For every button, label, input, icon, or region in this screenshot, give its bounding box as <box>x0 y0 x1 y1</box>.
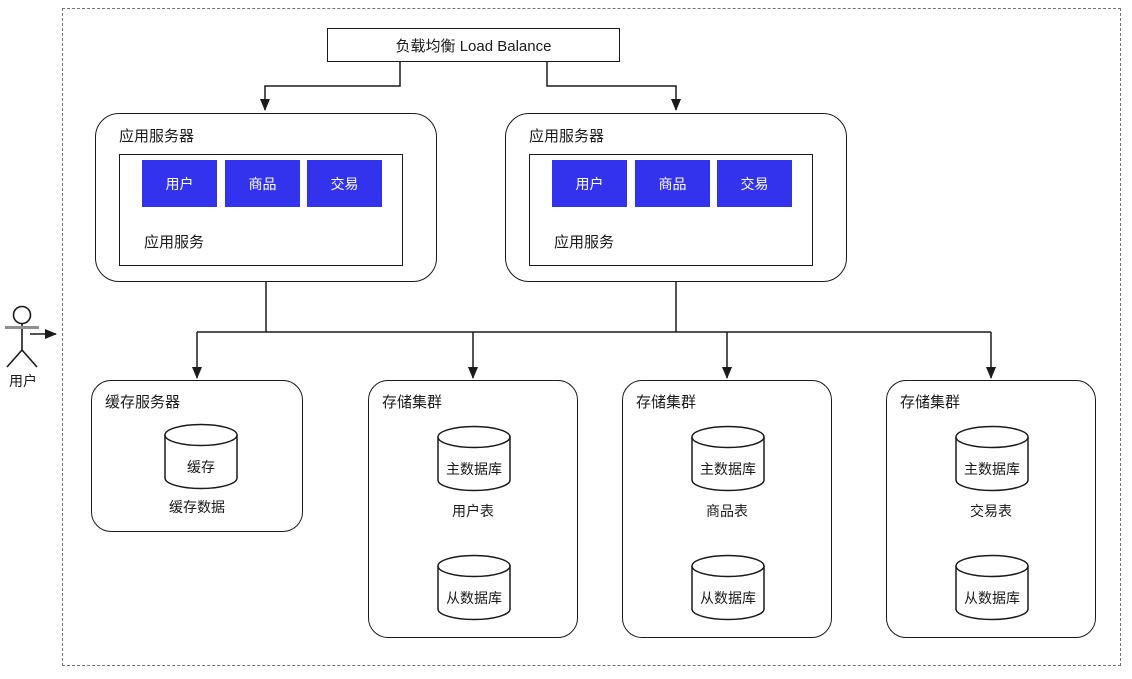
master-db-label: 主数据库 <box>446 461 502 477</box>
storage-cluster-node-2: 存储集群 主数据库 商品表 从数据库 <box>622 380 832 638</box>
system-boundary <box>62 8 1121 666</box>
service-chip-products: 商品 <box>225 160 300 207</box>
database-cylinder-icon <box>691 554 765 621</box>
service-chip-products: 商品 <box>635 160 710 207</box>
cache-caption: 缓存数据 <box>169 499 225 515</box>
database-cylinder-icon <box>437 554 511 621</box>
table-caption: 用户表 <box>452 503 494 519</box>
master-db-cylinder: 主数据库 <box>436 425 512 493</box>
app-server-title: 应用服务器 <box>119 128 195 145</box>
load-balancer-node: 负载均衡 Load Balance <box>327 28 620 62</box>
slave-db-cylinder: 从数据库 <box>690 554 766 622</box>
app-server-node-1: 应用服务器 用户 商品 交易 应用服务 <box>95 113 437 282</box>
database-cylinder-icon <box>437 425 511 492</box>
table-caption: 交易表 <box>970 503 1012 519</box>
storage-cluster-title: 存储集群 <box>636 394 697 411</box>
slave-db-label: 从数据库 <box>700 590 756 606</box>
slave-db-label: 从数据库 <box>964 590 1020 606</box>
database-cylinder-icon <box>691 425 765 492</box>
database-cylinder-icon <box>955 554 1029 621</box>
app-service-group-1: 用户 商品 交易 应用服务 <box>119 154 403 266</box>
master-db-cylinder: 主数据库 <box>690 425 766 493</box>
table-caption: 商品表 <box>706 503 748 519</box>
load-balancer-label: 负载均衡 Load Balance <box>395 37 552 55</box>
edge-lb-to-app1 <box>260 62 401 111</box>
service-group-label: 应用服务 <box>554 234 615 251</box>
storage-cluster-title: 存储集群 <box>900 394 961 411</box>
cache-server-title: 缓存服务器 <box>105 394 181 411</box>
service-chip-users: 用户 <box>142 160 217 207</box>
edge-lb-to-app2 <box>546 62 681 111</box>
slave-db-cylinder: 从数据库 <box>954 554 1030 622</box>
master-db-label: 主数据库 <box>964 461 1020 477</box>
actor-figure-icon <box>5 305 57 368</box>
service-chip-transactions: 交易 <box>307 160 382 207</box>
storage-cluster-node-3: 存储集群 主数据库 交易表 从数据库 <box>886 380 1096 638</box>
database-cylinder-icon <box>164 423 238 490</box>
service-chip-users: 用户 <box>552 160 627 207</box>
cache-cylinder-label: 缓存 <box>187 459 215 475</box>
slave-db-label: 从数据库 <box>446 590 502 606</box>
actor-label: 用户 <box>9 373 37 389</box>
cache-cylinder: 缓存 <box>163 423 239 491</box>
service-group-label: 应用服务 <box>144 234 205 251</box>
master-db-label: 主数据库 <box>700 461 756 477</box>
app-service-group-2: 用户 商品 交易 应用服务 <box>529 154 813 266</box>
app-server-title: 应用服务器 <box>529 128 605 145</box>
storage-cluster-node-1: 存储集群 主数据库 用户表 从数据库 <box>368 380 578 638</box>
slave-db-cylinder: 从数据库 <box>436 554 512 622</box>
cache-server-node: 缓存服务器 缓存 缓存数据 <box>91 380 303 532</box>
service-chip-transactions: 交易 <box>717 160 792 207</box>
storage-cluster-title: 存储集群 <box>382 394 443 411</box>
database-cylinder-icon <box>955 425 1029 492</box>
master-db-cylinder: 主数据库 <box>954 425 1030 493</box>
app-server-node-2: 应用服务器 用户 商品 交易 应用服务 <box>505 113 847 282</box>
